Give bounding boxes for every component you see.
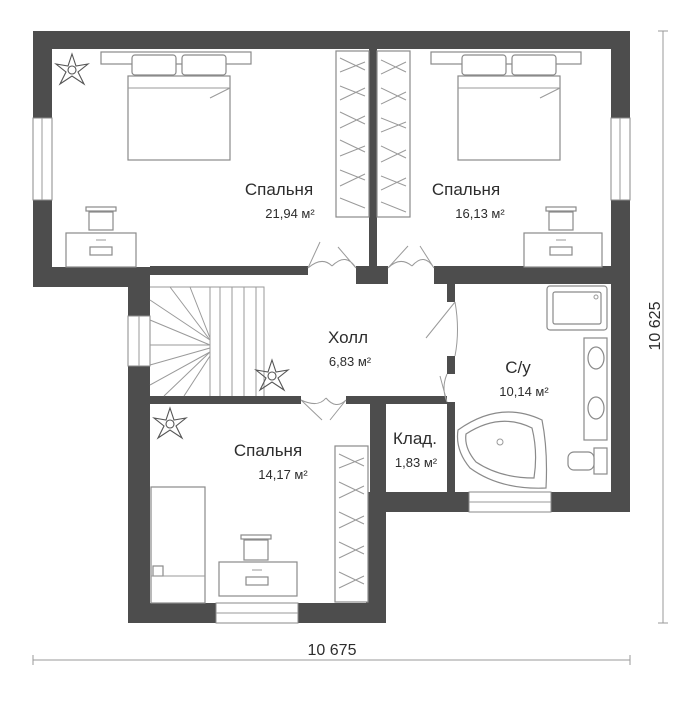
toilet-icon <box>567 447 608 475</box>
outer-walls <box>33 31 630 623</box>
room-area: 10,14 м² <box>499 384 549 399</box>
room-name: Клад. <box>393 429 437 448</box>
room-area: 1,83 м² <box>395 455 438 470</box>
width-value: 10 675 <box>308 642 357 659</box>
room-name: Холл <box>328 328 368 347</box>
stair-icon <box>149 286 265 397</box>
plant-icon <box>54 52 90 86</box>
room-label-bathroom: С/у 10,14 м² <box>499 358 549 399</box>
dimension-width: 10 675 <box>32 642 631 665</box>
bed-icon <box>430 51 582 161</box>
room-name: Спальня <box>245 180 313 199</box>
room-name: Спальня <box>234 441 302 460</box>
plant-icon <box>254 358 290 392</box>
dimension-height: 10 625 <box>647 30 668 624</box>
wardrobe-icon <box>334 50 411 603</box>
door-icon <box>300 241 458 421</box>
room-label-hall: Холл 6,83 м² <box>328 328 372 369</box>
room-label-bedroom-2: Спальня 16,13 м² <box>432 180 506 221</box>
height-value: 10 625 <box>647 301 664 350</box>
room-label-bedroom-3: Спальня 14,17 м² <box>234 441 309 482</box>
room-name: Спальня <box>432 180 500 199</box>
bed-icon <box>150 486 206 604</box>
desk-icon <box>218 534 298 597</box>
plant-icon <box>152 406 188 440</box>
inner-walls <box>150 49 611 496</box>
window-icon <box>32 117 631 624</box>
room-label-bedroom-1: Спальня 21,94 м² <box>245 180 316 221</box>
desk-icon <box>65 206 137 268</box>
room-area: 14,17 м² <box>258 467 308 482</box>
room-area: 6,83 м² <box>329 354 372 369</box>
bed-icon <box>100 51 252 161</box>
bathtub-icon <box>456 411 548 489</box>
room-area: 16,13 м² <box>455 206 505 221</box>
sink-icon <box>583 337 608 441</box>
room-name: С/у <box>505 358 531 377</box>
room-area: 21,94 м² <box>265 206 315 221</box>
shower-icon <box>546 285 608 331</box>
room-label-storage: Клад. 1,83 м² <box>393 429 438 470</box>
desk-icon <box>523 206 603 268</box>
